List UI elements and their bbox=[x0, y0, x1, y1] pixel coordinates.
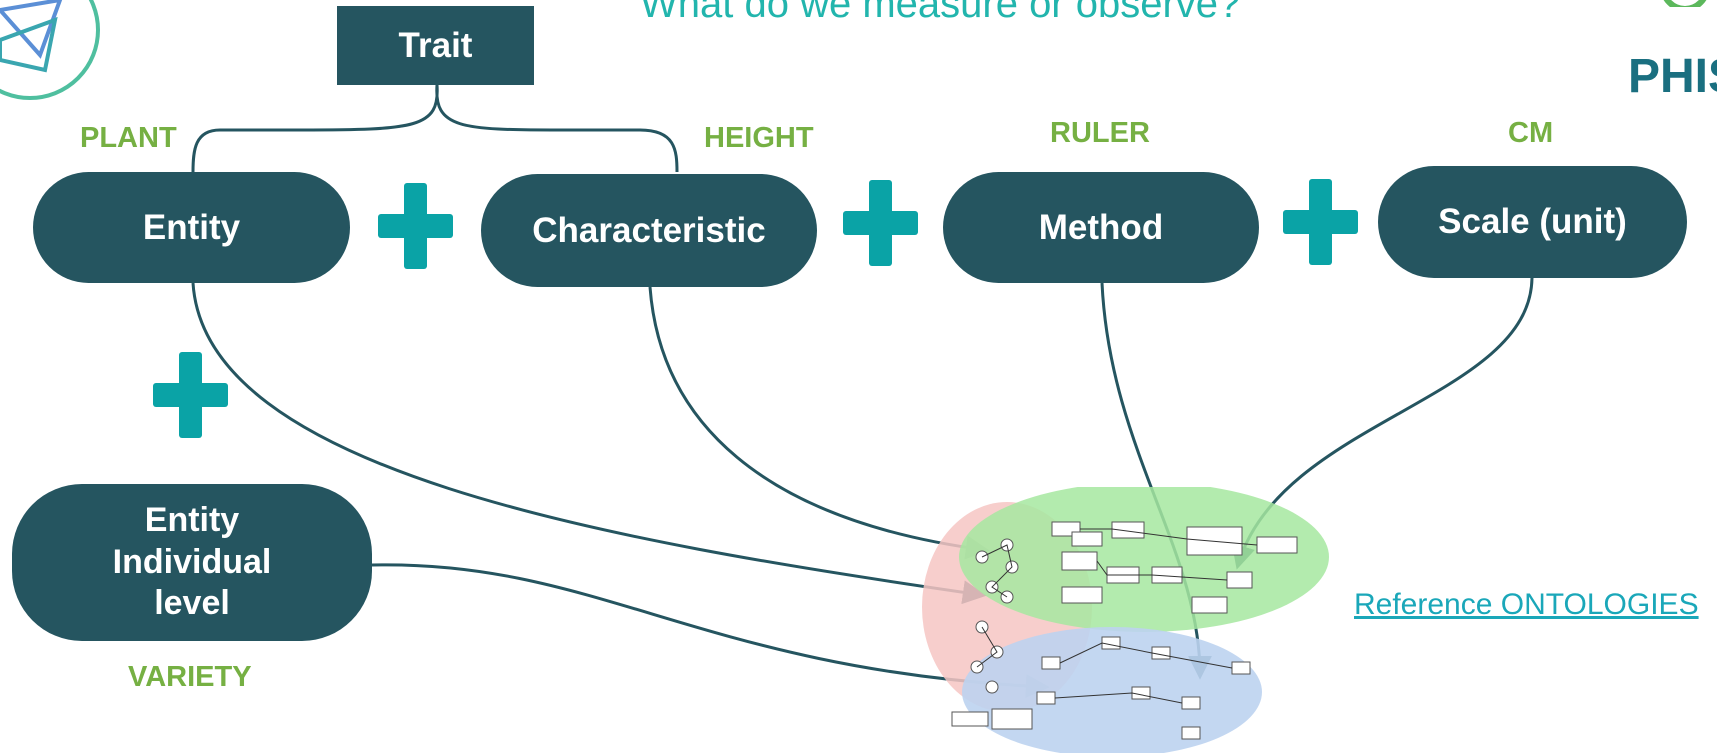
method-pill: Method bbox=[943, 172, 1259, 283]
trait-label: Trait bbox=[398, 25, 473, 65]
characteristic-pill: Characteristic bbox=[481, 174, 817, 287]
characteristic-example-label: HEIGHT bbox=[704, 122, 814, 154]
entity-individual-example-label: VARIETY bbox=[128, 661, 252, 693]
reference-ontologies-link[interactable]: Reference ONTOLOGIES bbox=[1354, 588, 1699, 621]
characteristic-label: Characteristic bbox=[532, 210, 766, 250]
entity-label: Entity bbox=[142, 207, 241, 247]
scale-pill: Scale (unit) bbox=[1378, 166, 1687, 278]
entity-example-label: PLANT bbox=[80, 122, 177, 154]
method-label: Method bbox=[1038, 207, 1164, 247]
scale-example-label: CM bbox=[1508, 117, 1554, 149]
logo-left-icon bbox=[0, 0, 100, 100]
entity-pill: Entity bbox=[33, 172, 350, 283]
plus-icon bbox=[378, 183, 453, 269]
scale-label: Scale (unit) bbox=[1438, 202, 1627, 241]
plus-icon bbox=[153, 352, 228, 438]
plus-icon bbox=[843, 180, 918, 266]
entity-individual-pill: Entity Individual level bbox=[12, 484, 372, 641]
method-example-label: RULER bbox=[1050, 117, 1150, 149]
phis-logo-text: PHIS bbox=[1628, 50, 1717, 103]
ontology-diagram bbox=[922, 487, 1329, 753]
plus-icon bbox=[1283, 179, 1358, 265]
trait-box: Trait bbox=[337, 6, 534, 85]
slide-title: What do we measure or observe? bbox=[640, 0, 1241, 26]
entity-individual-label: Entity Individual level bbox=[112, 501, 272, 623]
